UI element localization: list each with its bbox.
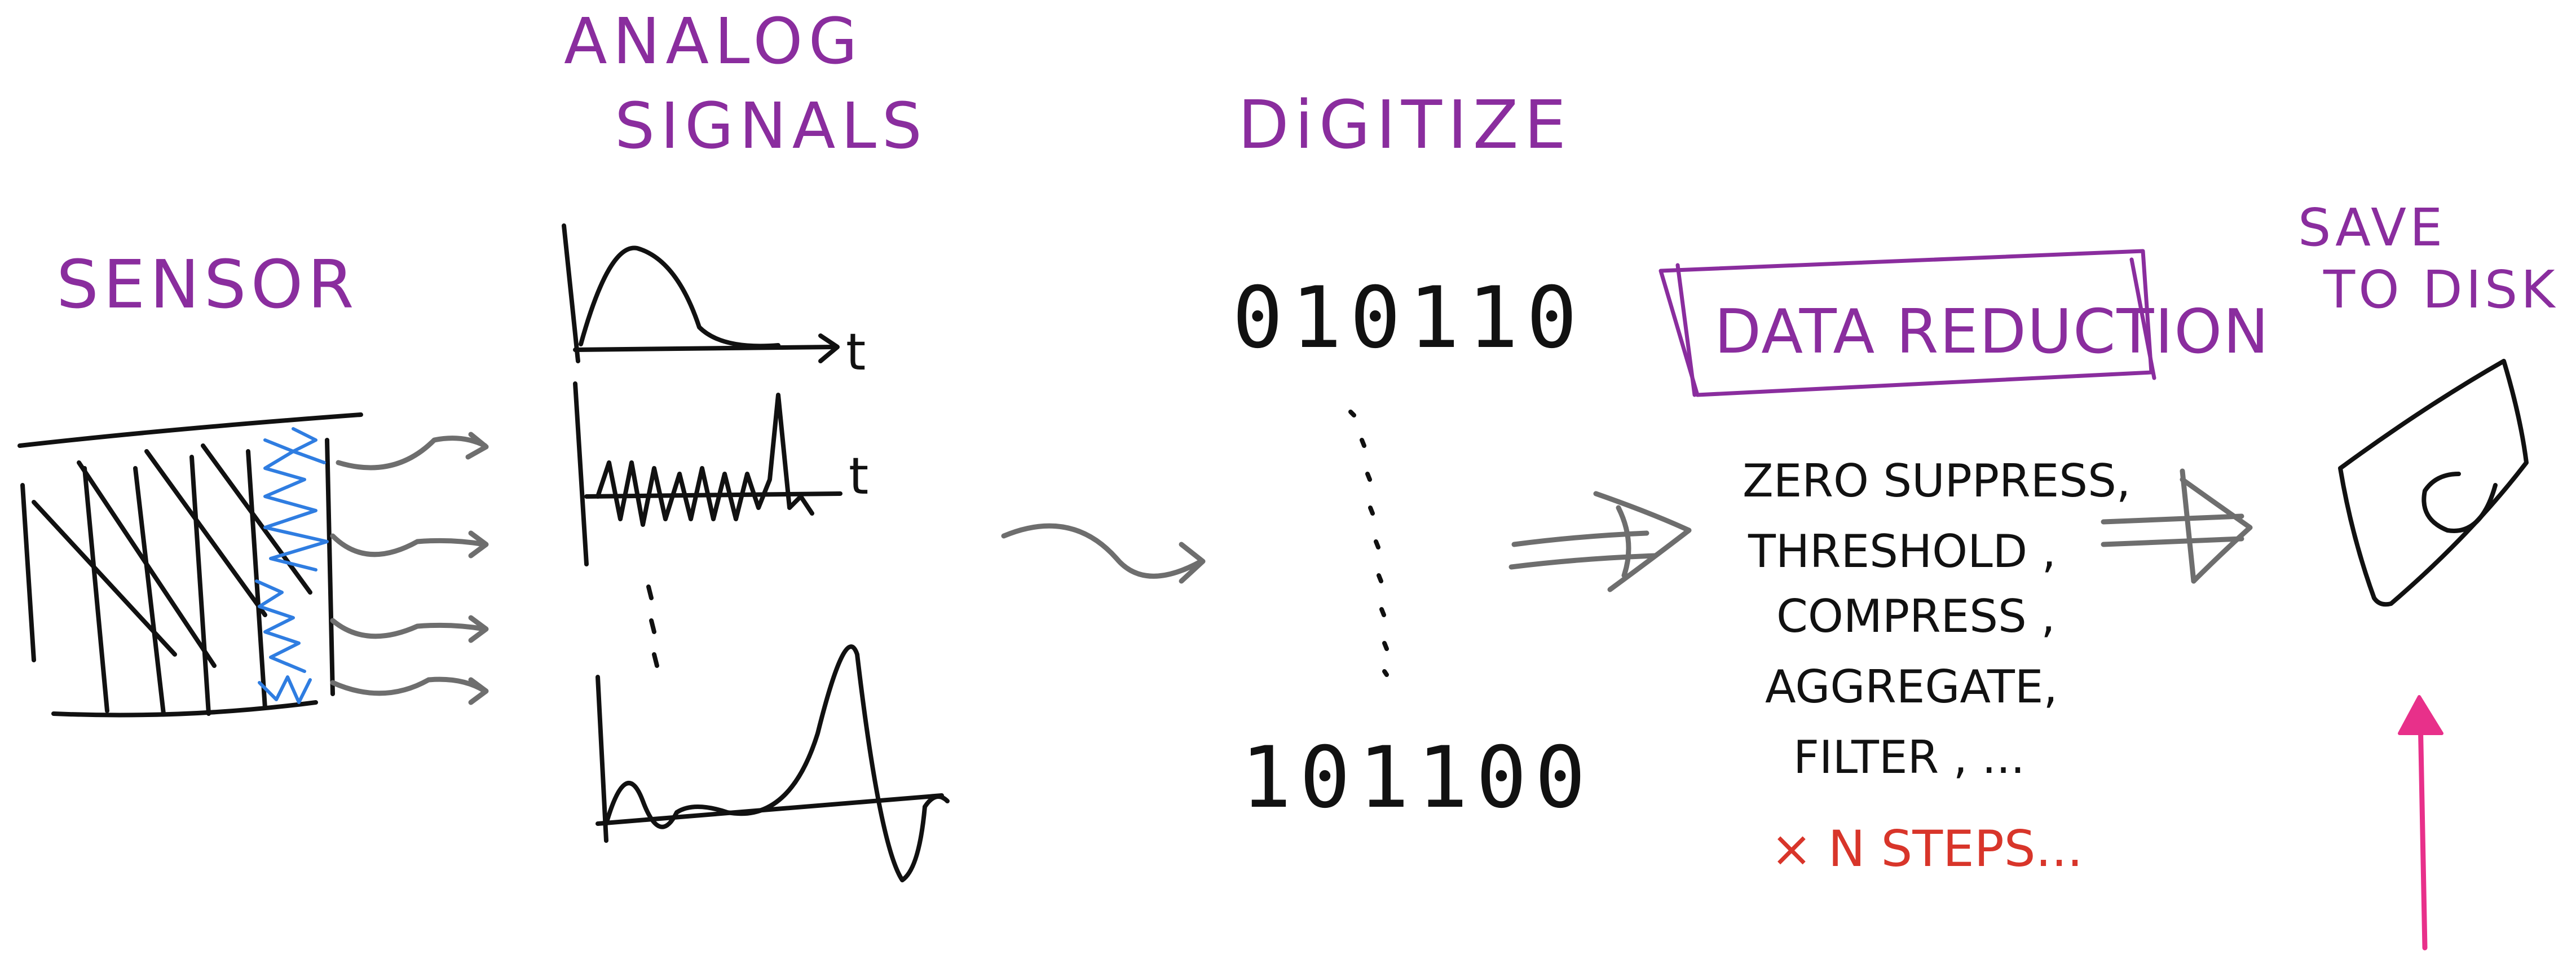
digitize-to-reduction-arrow (1508, 491, 1692, 592)
reduction-step: AGGREGATE, (1765, 661, 2058, 713)
analog-label-line1: ANALOG (564, 5, 863, 78)
disk-label-line2: TO DISK (2323, 260, 2559, 320)
reduction-step: ZERO SUPPRESS, (1743, 455, 2131, 507)
disk-label-line1: SAVE (2298, 197, 2446, 258)
disk-icon (2338, 359, 2529, 607)
reduction-step: COMPRESS , (1776, 590, 2055, 643)
reduction-step: FILTER , ... (1793, 731, 2025, 784)
reduction-title-box (1658, 249, 2156, 397)
highlight-arrow (2398, 695, 2443, 951)
signal-hatch (263, 438, 329, 571)
t-axis-label-1: t (846, 323, 866, 382)
bits-bottom: 101100 (1241, 729, 1594, 827)
analog-to-digitize-arrow (1001, 523, 1204, 579)
sensor-label: SENSOR (56, 245, 359, 323)
reduction-to-disk-arrow (2101, 468, 2253, 584)
analog-signal-traces: t t (562, 223, 950, 882)
bits-ellipsis (1348, 410, 1389, 677)
sensor-drawing (17, 412, 363, 718)
reduction-steps: ZERO SUPPRESS, THRESHOLD , COMPRESS , AG… (1743, 455, 2131, 784)
reduction-title: DATA REDUCTION (1714, 297, 2270, 367)
sensor-output-arrows (330, 432, 489, 705)
repeat-note: × N STEPS... (1771, 820, 2083, 878)
t-axis-label-2: t (849, 447, 868, 506)
bits-top: 010110 (1232, 269, 1585, 367)
digitize-label: DiGITIZE (1238, 86, 1572, 164)
reduction-step: THRESHOLD , (1748, 525, 2056, 578)
analog-label-line2: SIGNALS (615, 90, 928, 163)
